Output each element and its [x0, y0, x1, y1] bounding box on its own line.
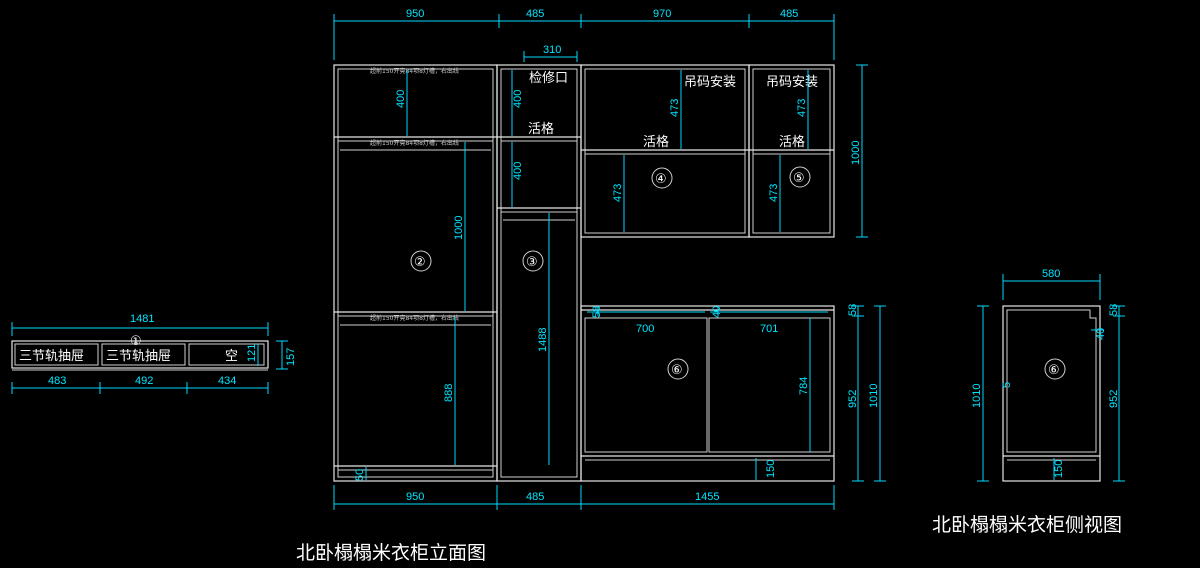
upper-height-1000: 1000	[850, 141, 862, 165]
drawer-part-483: 483	[48, 375, 66, 387]
shelf-label-a: 活格	[528, 121, 554, 137]
light-note-2: 超前150开竟84项8灯槽，右出线	[370, 139, 459, 147]
left-top-400: 400	[395, 90, 407, 108]
side-58: 58	[1108, 304, 1120, 316]
side-view: 580 40 5 150 ⑥ 1010 58 952 北卧榻榻米衣柜侧视图	[932, 268, 1125, 536]
light-note-1: 超前150开竟84项8灯槽，右出线	[370, 67, 459, 75]
top-dim-950: 950	[406, 8, 424, 20]
up-473-a: 473	[669, 99, 681, 117]
side-5: 5	[1001, 382, 1013, 388]
left-base-50: 50	[354, 469, 366, 481]
up-473-b: 473	[612, 184, 624, 202]
drawer-cell-1: 三节轨抽屉	[19, 349, 84, 364]
low-58: 58	[591, 306, 603, 318]
access-width-dim: 310	[543, 44, 561, 56]
low-784: 784	[798, 377, 810, 395]
drawer-height-157: 157	[285, 348, 297, 366]
marker-6: ⑥	[671, 363, 683, 378]
side-40: 40	[1095, 328, 1107, 340]
side-height-1010: 1010	[971, 384, 983, 408]
mid-mid-400: 400	[512, 162, 524, 180]
shelf-label-b: 活格	[643, 134, 669, 150]
side-title: 北卧榻榻米衣柜侧视图	[932, 514, 1122, 536]
drawer-cell-3: 空	[225, 349, 238, 364]
elevation-title: 北卧榻榻米衣柜立面图	[296, 542, 486, 564]
low-150: 150	[765, 460, 777, 478]
access-label: 检修口	[529, 71, 568, 86]
low-40: 40	[711, 306, 723, 318]
side-952: 952	[1108, 390, 1120, 408]
left-mid-1000: 1000	[453, 216, 465, 240]
low-700: 700	[636, 323, 654, 335]
marker-3: ③	[526, 255, 538, 270]
marker-6-side: ⑥	[1048, 363, 1060, 378]
top-dim-485b: 485	[780, 8, 798, 20]
drawer-part-434: 434	[218, 375, 236, 387]
up-473-d: 473	[768, 184, 780, 202]
bottom-dim-1455: 1455	[695, 491, 719, 503]
drawer-width-dim: 1481	[130, 313, 154, 325]
low-701: 701	[760, 323, 778, 335]
light-note-3: 超前150开竟84项8灯槽，右出线	[370, 314, 459, 322]
bottom-dim-950: 950	[406, 491, 424, 503]
hanger-label-b: 吊码安装	[766, 75, 818, 90]
drawer-unit: 1481 ① 三节轨抽屉 三节轨抽屉 空 121 157 483 492 434	[11, 313, 297, 394]
drawer-part-492: 492	[135, 375, 153, 387]
marker-4: ④	[655, 172, 667, 187]
hanger-label-a: 吊码安装	[684, 75, 736, 90]
marker-2: ②	[414, 255, 426, 270]
left-low-888: 888	[443, 384, 455, 402]
drawer-cell-2: 三节轨抽屉	[106, 349, 171, 364]
shelf-label-c: 活格	[779, 134, 805, 150]
elevation-drawing: 950 485 970 485 310 超前150开竟84项8灯槽，右出线 超前…	[296, 8, 886, 564]
marker-5: ⑤	[793, 171, 805, 186]
side-width-580: 580	[1042, 268, 1060, 280]
top-dim-970: 970	[653, 8, 671, 20]
top-dim-485: 485	[526, 8, 544, 20]
lower-1010: 1010	[868, 384, 880, 408]
drawer-height-121: 121	[246, 344, 258, 362]
bottom-dim-485: 485	[526, 491, 544, 503]
lower-58: 58	[847, 304, 859, 316]
side-150: 150	[1053, 460, 1065, 478]
mid-low-1488: 1488	[537, 328, 549, 352]
mid-top-400: 400	[512, 90, 524, 108]
lower-952: 952	[847, 390, 859, 408]
up-473-c: 473	[796, 99, 808, 117]
